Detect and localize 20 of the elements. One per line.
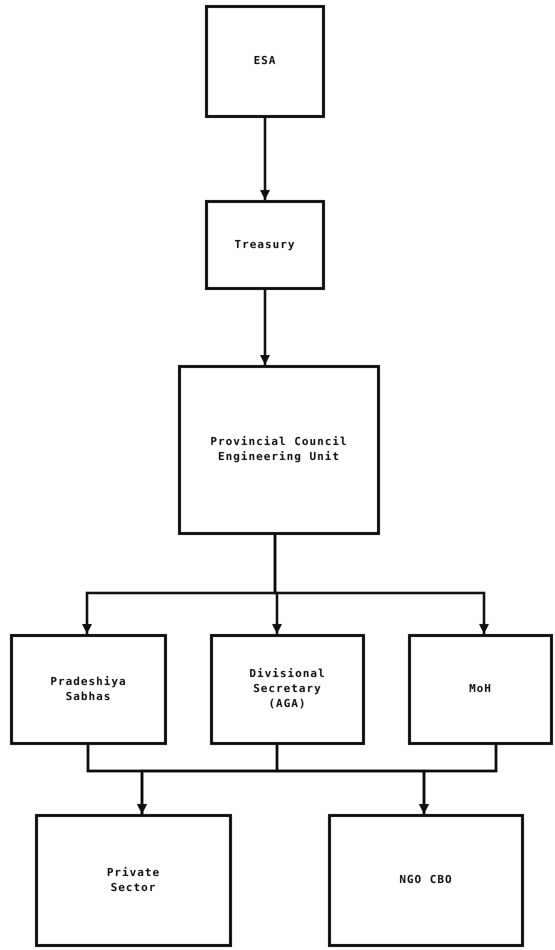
arrow <box>260 290 270 365</box>
arrow <box>419 745 498 814</box>
box-label: ESA <box>254 54 276 69</box>
box-label: Divisional Secretary (AGA) <box>248 667 327 712</box>
box-label: Provincial Council Engineering Unit <box>209 435 349 465</box>
org-box <box>328 814 524 947</box>
org-box <box>178 365 380 535</box>
org-box <box>210 634 365 745</box>
org-box <box>205 5 325 118</box>
org-box <box>205 200 325 290</box>
arrow <box>260 118 270 200</box>
box-label: Private Sector <box>106 866 162 896</box>
org-box <box>35 814 232 947</box>
box-label: MoH <box>469 682 492 697</box>
arrow <box>274 535 489 634</box>
org-box <box>10 634 167 745</box>
box-label: Treasury <box>234 238 296 252</box>
box-label: NGO CBO <box>399 873 453 888</box>
org-box <box>408 634 553 745</box>
box-label: Pradeshiya Sabhas <box>49 674 128 704</box>
